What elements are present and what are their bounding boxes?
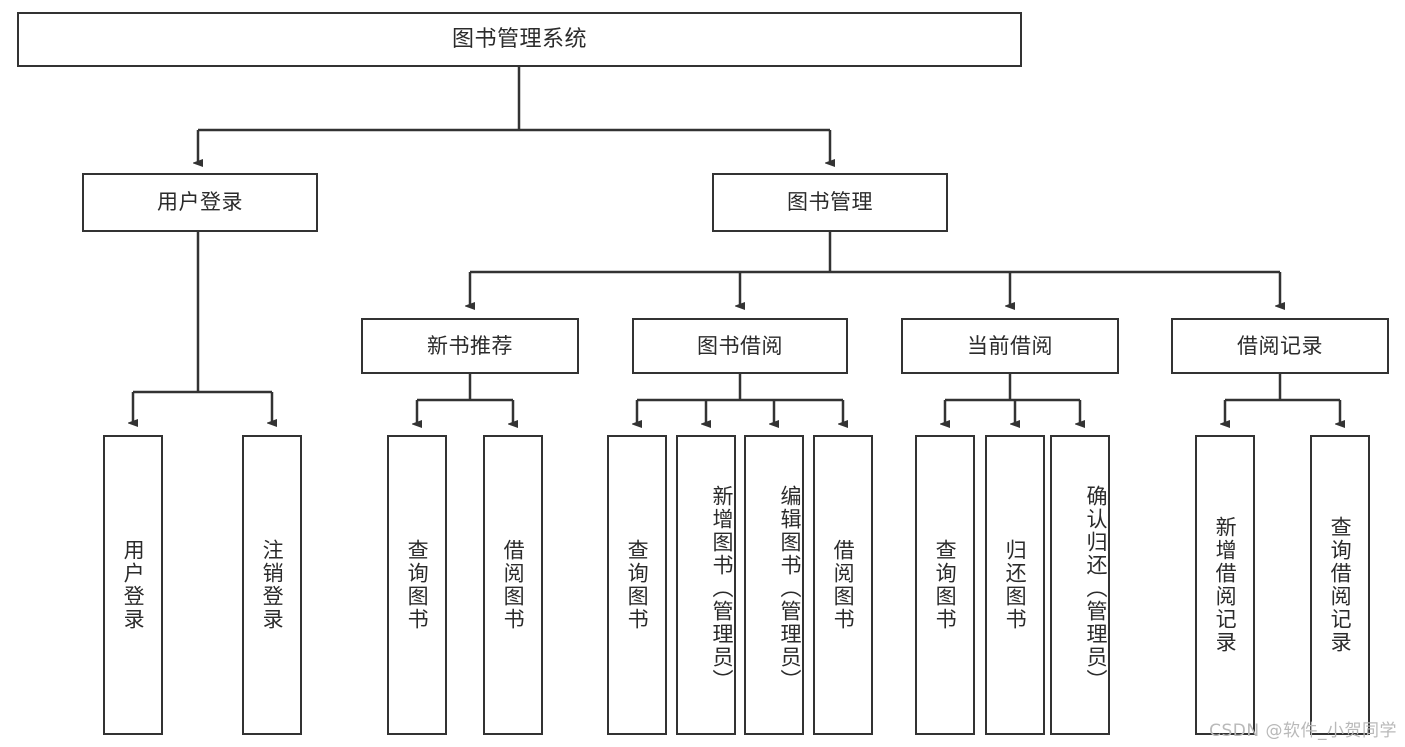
leaf-borrow-book-recommend[interactable]: 借阅图书 [483,435,543,735]
leaf-logout[interactable]: 注销登录 [242,435,302,735]
leaf-borrow-book[interactable]: 借阅图书 [813,435,873,735]
node-user-login[interactable]: 用户登录 [82,173,318,232]
leaf-edit-book-admin[interactable]: 编辑图书（管理员） [744,435,804,735]
leaf-query-book-borrow[interactable]: 查询图书 [607,435,667,735]
leaf-return-book[interactable]: 归还图书 [985,435,1045,735]
node-book-borrow[interactable]: 图书借阅 [632,318,848,374]
leaf-query-book-recommend[interactable]: 查询图书 [387,435,447,735]
leaf-query-borrow-record[interactable]: 查询借阅记录 [1310,435,1370,735]
node-new-book-recommend[interactable]: 新书推荐 [361,318,579,374]
node-book-management[interactable]: 图书管理 [712,173,948,232]
leaf-user-login[interactable]: 用户登录 [103,435,163,735]
node-current-borrow[interactable]: 当前借阅 [901,318,1119,374]
node-borrow-record[interactable]: 借阅记录 [1171,318,1389,374]
leaf-query-book-current[interactable]: 查询图书 [915,435,975,735]
watermark: CSDN @软件_小贺同学 [1209,721,1397,741]
leaf-add-book-admin[interactable]: 新增图书（管理员） [676,435,736,735]
leaf-add-borrow-record[interactable]: 新增借阅记录 [1195,435,1255,735]
leaf-confirm-return-admin[interactable]: 确认归还（管理员） [1050,435,1110,735]
node-root-system[interactable]: 图书管理系统 [17,12,1022,67]
